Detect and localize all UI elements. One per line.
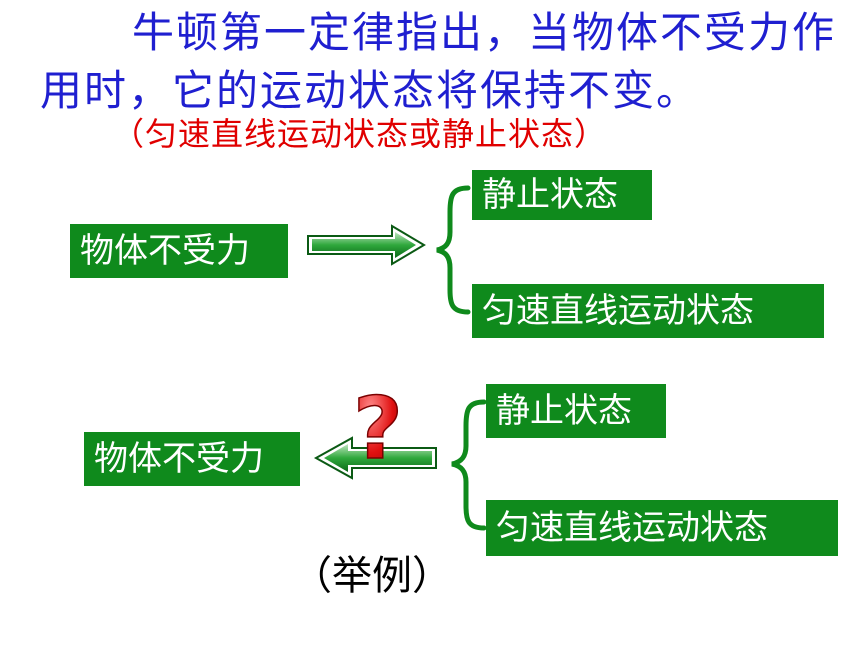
left-brace-icon xyxy=(451,399,487,531)
no-force-box-1: 物体不受力 xyxy=(70,224,288,278)
rest-state-box-1: 静止状态 xyxy=(472,170,652,220)
law-statement: 牛顿第一定律指出，当物体不受力作用时，它的运动状态将保持不变。 xyxy=(40,8,837,115)
left-arrow-icon xyxy=(313,436,437,480)
question-mark-icon: ? xyxy=(353,379,403,479)
rest-state-box-2: 静止状态 xyxy=(486,384,666,438)
state-note: （匀速直线运动状态或静止状态） xyxy=(112,115,608,153)
left-brace-icon xyxy=(436,185,471,315)
example-label: （举例） xyxy=(292,553,452,599)
uniform-motion-box-1: 匀速直线运动状态 xyxy=(472,284,824,338)
right-arrow-icon xyxy=(307,224,426,266)
uniform-motion-box-2: 匀速直线运动状态 xyxy=(486,500,838,556)
no-force-box-2: 物体不受力 xyxy=(84,432,300,486)
